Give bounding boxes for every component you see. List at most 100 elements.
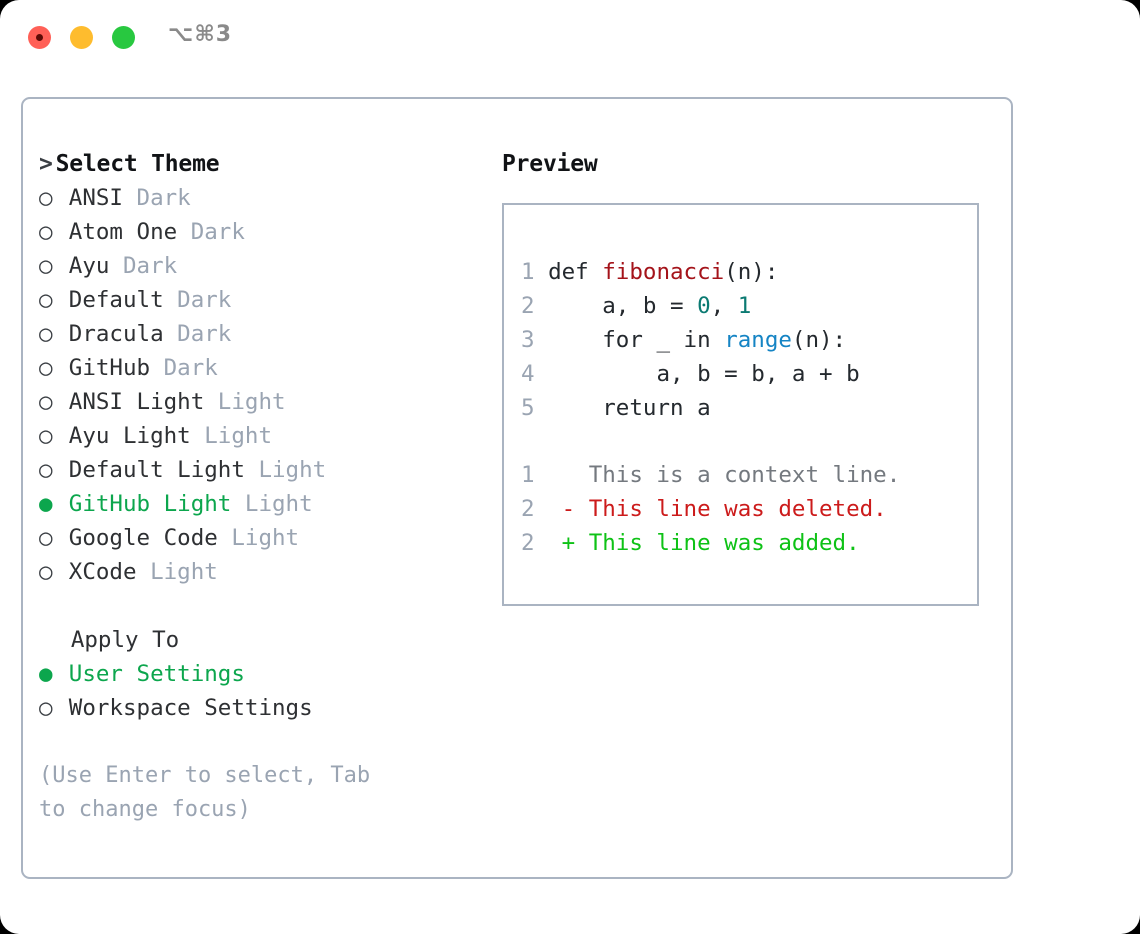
diff-line-text: This line was added.	[575, 530, 860, 556]
code-token-num: 1	[737, 293, 752, 319]
code-line-number: 1	[521, 259, 535, 285]
keyboard-shortcut-label: ⌥⌘3	[168, 22, 233, 47]
code-gutter-space	[535, 327, 549, 353]
maximize-button[interactable]	[112, 26, 135, 49]
diff-sign-icon: -	[561, 496, 576, 522]
theme-option-label: Ayu Light	[55, 423, 191, 449]
traffic-light-group	[28, 26, 135, 49]
diff-line-number: 2	[521, 530, 535, 556]
code-gutter-space	[535, 361, 549, 387]
code-token-plain: for _ in	[548, 327, 725, 353]
radio-unselected-icon: ○	[39, 423, 53, 449]
code-line: 3 for _ in range(n):	[521, 323, 860, 357]
radio-unselected-icon: ○	[39, 287, 53, 313]
code-token-num: 0	[697, 293, 711, 319]
diff-gutter-space	[535, 496, 562, 522]
theme-option-label: GitHub	[55, 355, 151, 381]
radio-unselected-icon: ○	[39, 253, 53, 279]
diff-line-add: 2 + This line was added.	[521, 526, 900, 560]
theme-option-kind: Light	[190, 423, 272, 449]
preview-column: Preview 1 def fibonacci(n):2 a, b = 0, 1…	[502, 147, 1002, 606]
theme-option-kind: Dark	[163, 287, 232, 313]
apply-to-option-label: User Settings	[55, 661, 245, 687]
theme-option-label: ANSI	[55, 185, 123, 211]
apply-to-list: ● User Settings○ Workspace Settings	[39, 657, 499, 725]
theme-option-ayu[interactable]: ○ Ayu Dark	[39, 249, 499, 283]
close-button[interactable]	[28, 26, 51, 49]
theme-option-kind: Dark	[177, 219, 245, 245]
diff-line-number: 2	[521, 496, 535, 522]
radio-unselected-icon: ○	[39, 457, 53, 483]
radio-selected-icon: ●	[39, 661, 53, 687]
theme-option-label: Atom One	[55, 219, 178, 245]
keyboard-hint: (Use Enter to select, Tab to change focu…	[39, 763, 384, 822]
radio-selected-icon: ●	[39, 491, 53, 517]
title-bar: ⌥⌘3	[0, 0, 1140, 78]
theme-option-ansi[interactable]: ○ ANSI Dark	[39, 181, 499, 215]
theme-option-github[interactable]: ○ GitHub Dark	[39, 351, 499, 385]
code-token-plain: (n):	[791, 327, 847, 353]
radio-unselected-icon: ○	[39, 559, 53, 585]
code-token-plain: (n):	[724, 259, 779, 285]
theme-option-label: Default Light	[55, 457, 245, 483]
radio-unselected-icon: ○	[39, 185, 53, 211]
theme-list: ○ ANSI Dark○ Atom One Dark○ Ayu Dark○ De…	[39, 181, 499, 589]
code-line-number: 2	[521, 293, 535, 319]
apply-to-label: Apply To	[70, 627, 180, 653]
theme-option-default[interactable]: ○ Default Dark	[39, 283, 499, 317]
diff-line-ctx: 1 This is a context line.	[521, 458, 900, 492]
code-token-plain: def	[548, 259, 603, 285]
code-line-number: 5	[521, 395, 535, 421]
apply-to-option-label: Workspace Settings	[55, 695, 313, 721]
theme-option-ansi-light[interactable]: ○ ANSI Light Light	[39, 385, 499, 419]
theme-option-label: ANSI Light	[55, 389, 205, 415]
theme-picker-column: > Select Theme ○ ANSI Dark○ Atom One Dar…	[39, 147, 499, 827]
preview-title: Preview	[502, 151, 598, 177]
code-gutter-space	[535, 259, 549, 285]
select-theme-heading-text: Select Theme	[55, 151, 220, 177]
diff-line-text: This is a context line.	[575, 462, 901, 488]
theme-option-kind: Light	[231, 491, 313, 517]
theme-option-kind: Dark	[122, 185, 191, 211]
diff-sign-icon: +	[561, 530, 576, 556]
minimize-button[interactable]	[70, 26, 93, 49]
theme-option-kind: Light	[217, 525, 300, 551]
code-token-call: range	[724, 327, 792, 353]
theme-option-label: Dracula	[55, 321, 164, 347]
theme-option-google-code[interactable]: ○ Google Code Light	[39, 521, 499, 555]
radio-unselected-icon: ○	[39, 355, 53, 381]
prompt-caret-icon: >	[39, 151, 67, 177]
radio-unselected-icon: ○	[39, 321, 53, 347]
theme-option-dracula[interactable]: ○ Dracula Dark	[39, 317, 499, 351]
code-token-plain: a, b =	[548, 293, 698, 319]
theme-option-xcode[interactable]: ○ XCode Light	[39, 555, 499, 589]
theme-option-default-light[interactable]: ○ Default Light Light	[39, 453, 499, 487]
radio-unselected-icon: ○	[39, 695, 53, 721]
code-line: 5 return a	[521, 391, 860, 425]
code-gutter-space	[535, 395, 549, 421]
code-gutter-space	[535, 293, 549, 319]
code-line-number: 4	[521, 361, 535, 387]
theme-option-kind: Dark	[150, 355, 218, 381]
diff-sign-icon	[562, 458, 576, 492]
radio-unselected-icon: ○	[39, 525, 53, 551]
code-line: 1 def fibonacci(n):	[521, 255, 860, 289]
radio-unselected-icon: ○	[39, 389, 53, 415]
theme-option-kind: Light	[244, 457, 327, 483]
diff-line-del: 2 - This line was deleted.	[521, 492, 900, 526]
apply-to-option-workspace-settings[interactable]: ○ Workspace Settings	[39, 691, 499, 725]
code-token-fn: fibonacci	[602, 259, 725, 285]
code-line: 4 a, b = b, a + b	[521, 357, 860, 391]
theme-option-kind: Dark	[163, 321, 232, 347]
theme-option-label: Default	[55, 287, 164, 313]
theme-option-github-light[interactable]: ● GitHub Light Light	[39, 487, 499, 521]
diff-gutter-space	[535, 530, 562, 556]
diff-sample: 1 This is a context line.2 - This line w…	[521, 458, 900, 560]
select-theme-heading: > Select Theme	[39, 147, 499, 181]
theme-option-kind: Dark	[109, 253, 178, 279]
theme-option-ayu-light[interactable]: ○ Ayu Light Light	[39, 419, 499, 453]
code-token-plain: ,	[710, 293, 738, 319]
apply-to-option-user-settings[interactable]: ● User Settings	[39, 657, 499, 691]
theme-option-atom-one[interactable]: ○ Atom One Dark	[39, 215, 499, 249]
